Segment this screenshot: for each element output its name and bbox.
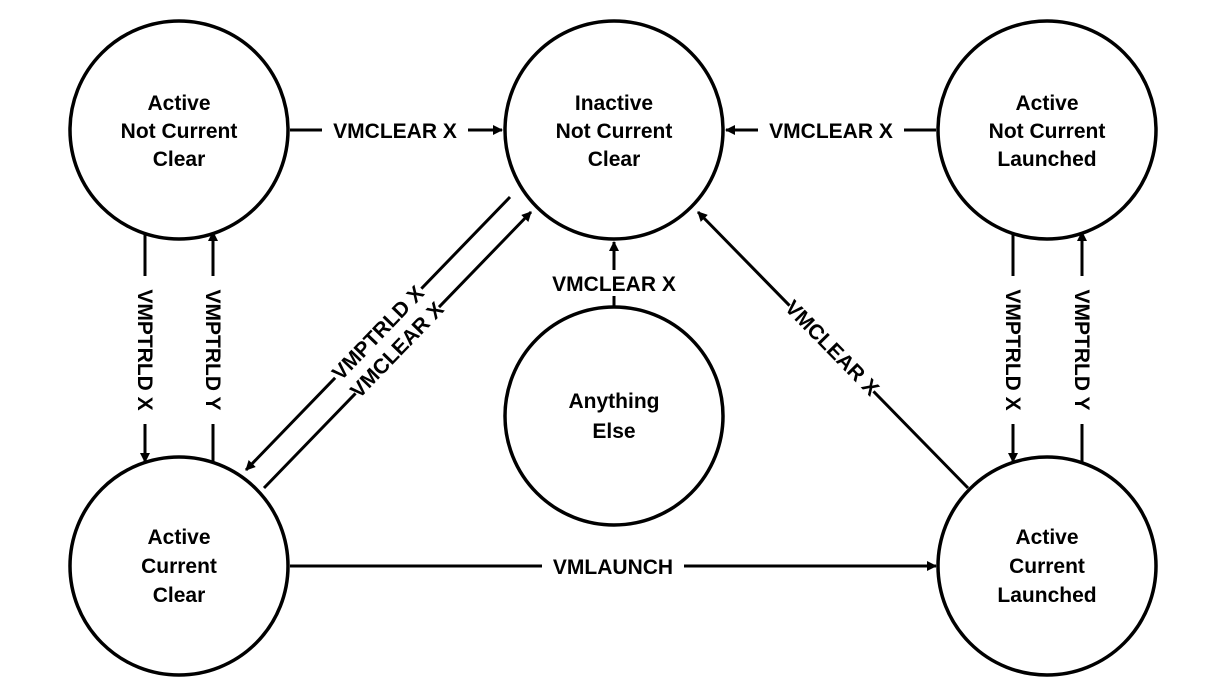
- edge-vmptrld-x-left-down: VMPTRLD X: [131, 232, 159, 463]
- state-active-not-current-clear: Active Not Current Clear: [68, 19, 290, 241]
- state-label-line: Active: [1015, 526, 1078, 549]
- state-active-current-launched: Active Current Launched: [936, 455, 1158, 677]
- state-label-line: Launched: [997, 148, 1096, 171]
- state-label-line: Active: [1015, 92, 1078, 115]
- state-label-line: Else: [592, 420, 635, 443]
- edge-vmptrld-y-left-up: VMPTRLD Y: [199, 231, 227, 462]
- state-label-line: Not Current: [989, 120, 1106, 143]
- edge-label: VMPTRLD Y: [1070, 290, 1093, 411]
- edge-label: VMPTRLD X: [133, 289, 156, 410]
- state-label-line: Launched: [997, 584, 1096, 607]
- edge-vmclear-right-to-inactive: VMCLEAR X: [725, 117, 936, 143]
- state-label-line: Active: [147, 526, 210, 549]
- state-label-line: Clear: [153, 148, 206, 171]
- state-label-line: Current: [1009, 555, 1085, 578]
- state-label-line: Anything: [569, 390, 660, 413]
- edge-vmptrld-x-right-down: VMPTRLD X: [999, 232, 1027, 463]
- state-inactive-not-current-clear: Inactive Not Current Clear: [503, 19, 725, 241]
- state-anything-else: Anything Else: [503, 305, 725, 527]
- edge-label: VMCLEAR X: [769, 120, 893, 143]
- edge-label: VMPTRLD Y: [201, 290, 224, 411]
- edge-label: VMCLEAR X: [333, 120, 457, 143]
- edge-vmlaunch: VMLAUNCH: [290, 553, 937, 579]
- edge-vmclear-anything-to-inactive: VMCLEAR X: [540, 241, 688, 306]
- edge-vmclear-current-to-inactive: VMCLEAR X: [262, 210, 533, 490]
- state-active-not-current-launched: Active Not Current Launched: [936, 19, 1158, 241]
- edge-label: VMPTRLD X: [1001, 289, 1024, 410]
- state-active-current-clear: Active Current Clear: [68, 455, 290, 677]
- edge-vmptrld-y-right-up: VMPTRLD Y: [1068, 231, 1096, 462]
- state-label-line: Not Current: [556, 120, 673, 143]
- edge-label: VMLAUNCH: [553, 556, 673, 579]
- state-label-line: Current: [141, 555, 217, 578]
- edge-vmclear-launched-to-inactive: VMCLEAR X: [696, 210, 970, 490]
- edge-vmclear-left-to-inactive: VMCLEAR X: [290, 117, 503, 143]
- state-label-line: Active: [147, 92, 210, 115]
- edge-label: VMCLEAR X: [780, 296, 883, 400]
- edge-label: VMCLEAR X: [552, 273, 676, 296]
- edge-vmptrld-inactive-to-current: VMPTRLD X: [244, 195, 512, 472]
- state-label-line: Inactive: [575, 92, 653, 115]
- state-label-line: Clear: [588, 148, 641, 171]
- state-label-line: Clear: [153, 584, 206, 607]
- state-label-line: Not Current: [121, 120, 238, 143]
